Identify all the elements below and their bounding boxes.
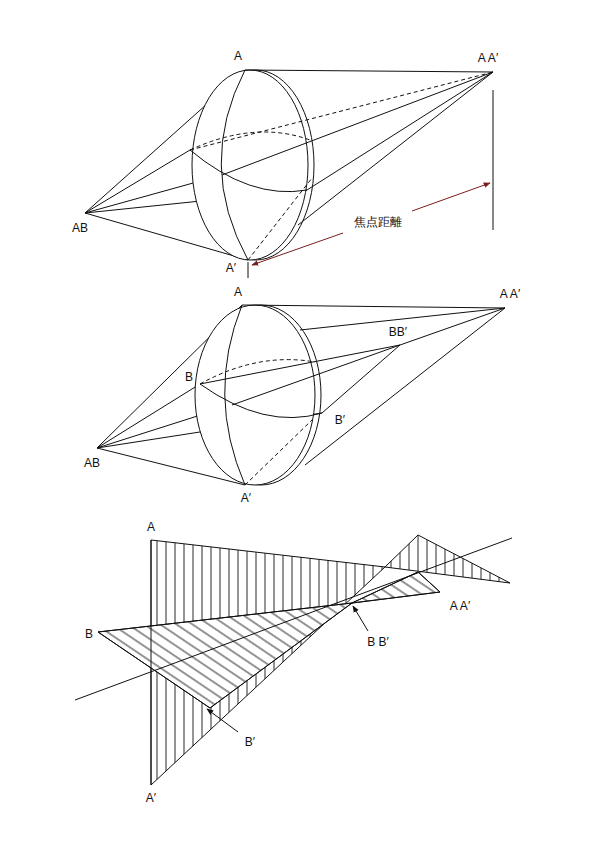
lens-figure-1 (85, 70, 493, 278)
point-label: BB′ (387, 325, 409, 339)
ray-fan-figure-3 (75, 535, 512, 785)
focal-distance-arrow (252, 183, 490, 265)
point-label: A′ (144, 791, 158, 805)
point-label: A′ (239, 491, 253, 505)
lens-figure-2 (97, 305, 505, 485)
point-label: AB (82, 456, 102, 470)
point-label: B (183, 370, 195, 384)
point-label: A (232, 285, 244, 299)
point-label: A A′ (448, 599, 472, 613)
point-label: B′ (333, 413, 347, 427)
point-label: B′ (243, 735, 257, 749)
point-label: A A′ (498, 287, 522, 301)
point-label: B (83, 627, 95, 641)
leader-arrows (207, 606, 368, 732)
point-label: 焦点距離 (352, 215, 404, 229)
point-label: A (145, 520, 157, 534)
point-label: AB (70, 221, 90, 235)
point-label: A (232, 49, 244, 63)
point-label: A A′ (476, 51, 500, 65)
point-label: B B′ (365, 635, 391, 649)
point-label: A′ (224, 261, 238, 275)
